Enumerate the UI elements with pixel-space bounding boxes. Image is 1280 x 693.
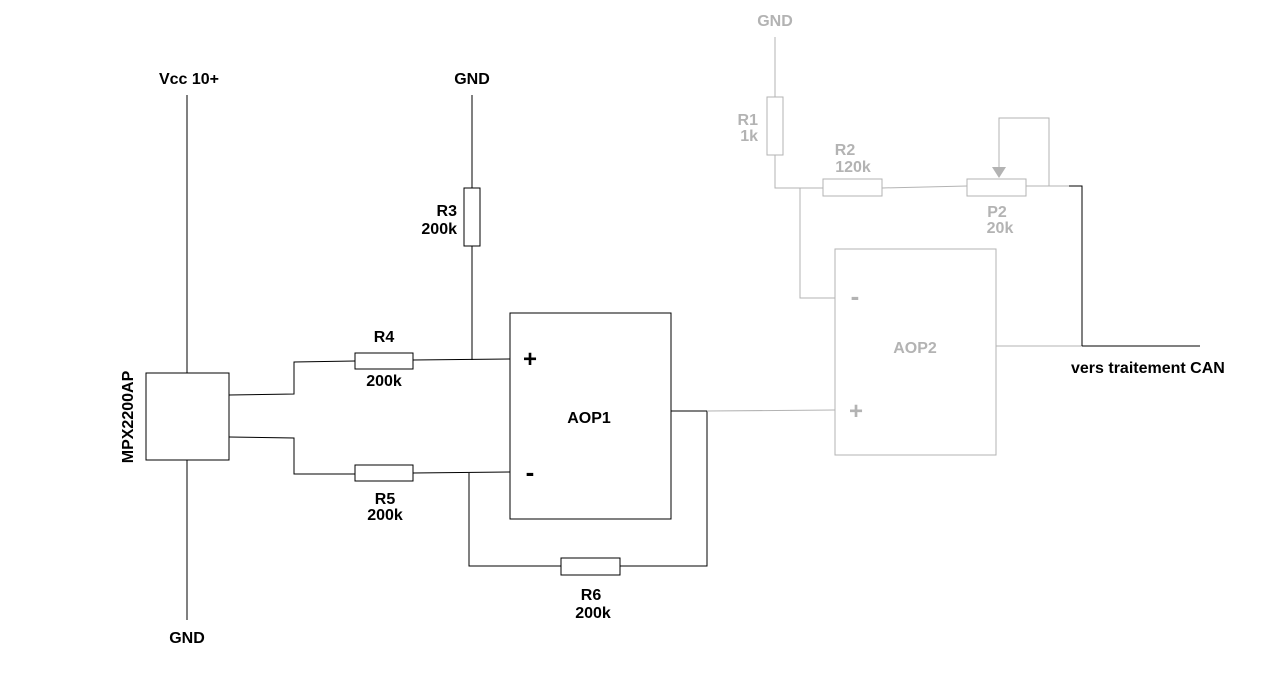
opamp-aop2: - + AOP2 xyxy=(834,248,997,456)
aop2-minus-feed-wire xyxy=(799,188,835,299)
r3-body xyxy=(463,187,481,247)
aop2-label: AOP2 xyxy=(893,340,937,357)
p2-name: P2 xyxy=(987,204,1007,221)
r1-to-r2-wire xyxy=(774,155,823,189)
sensor-out-minus-wire xyxy=(228,436,355,475)
p2-wiper-arrow xyxy=(992,167,1006,178)
p2-value: 20k xyxy=(987,220,1014,237)
sensor-out-plus-wire xyxy=(228,360,356,396)
resistor-r2: R2 120k xyxy=(822,142,883,197)
resistor-r1: GND R1 1k xyxy=(738,13,793,156)
sensor-body xyxy=(145,372,230,461)
aop1-to-aop2-wire xyxy=(706,409,836,412)
feedback-return-wire xyxy=(1069,185,1083,346)
resistor-r4: R4 200k xyxy=(354,329,414,390)
r3-value: 200k xyxy=(421,221,457,238)
r5-body xyxy=(354,464,414,482)
sensor-mpx2200ap: Vcc 10+ MPX2200AP GND xyxy=(120,71,230,647)
r5-value: 200k xyxy=(367,507,403,524)
r4-value: 200k xyxy=(366,373,402,390)
sensor-gnd-label: GND xyxy=(169,630,205,647)
aop2-minus-sign: - xyxy=(851,281,860,311)
output-label: vers traitement CAN xyxy=(1071,360,1225,377)
r4-name: R4 xyxy=(374,329,395,346)
aop1-label: AOP1 xyxy=(567,410,611,427)
stage-2: - + AOP2 GND R1 1k R2 120k P2 20k xyxy=(706,13,1082,456)
r6-body xyxy=(560,557,621,576)
aop1-minus-sign: - xyxy=(526,457,535,487)
r1-value: 1k xyxy=(740,128,758,145)
r3-gnd-label: GND xyxy=(454,71,490,88)
resistor-r5: R5 200k xyxy=(354,464,414,524)
r2-to-p2-wire xyxy=(881,185,968,189)
opamp-aop1: + - AOP1 xyxy=(509,312,672,520)
r5-to-aop1-minus-wire xyxy=(412,471,511,474)
r2-value: 120k xyxy=(835,159,871,176)
r1-body xyxy=(766,96,784,156)
resistor-r3: GND R3 200k xyxy=(421,71,490,360)
r2-body xyxy=(822,178,883,197)
vcc-label: Vcc 10+ xyxy=(159,71,219,88)
aop2-plus-sign: + xyxy=(849,398,863,425)
r6-feedback-wire xyxy=(468,473,561,567)
r2-name: R2 xyxy=(835,142,856,159)
r6-name: R6 xyxy=(581,587,602,604)
r1-gnd-label: GND xyxy=(757,13,793,30)
stage-1: Vcc 10+ MPX2200AP GND R4 200k GND R3 200… xyxy=(120,71,708,647)
r3-name: R3 xyxy=(437,203,458,220)
r6-value: 200k xyxy=(575,605,611,622)
r5-name: R5 xyxy=(375,491,396,508)
r4-to-aop1-plus-wire xyxy=(412,358,511,361)
potentiometer-p2: P2 20k xyxy=(966,117,1050,237)
sensor-label: MPX2200AP xyxy=(120,370,137,463)
resistor-r6: R6 200k xyxy=(560,557,621,622)
aop1-output-wire xyxy=(620,410,708,567)
aop1-plus-sign: + xyxy=(523,346,537,373)
aop2-body xyxy=(834,248,997,456)
r1-name: R1 xyxy=(738,112,759,129)
p2-body xyxy=(966,178,1027,197)
output: vers traitement CAN xyxy=(1069,185,1225,377)
p2-wiper-wire xyxy=(998,117,1050,186)
aop1-body xyxy=(509,312,672,520)
r4-body xyxy=(354,352,414,370)
